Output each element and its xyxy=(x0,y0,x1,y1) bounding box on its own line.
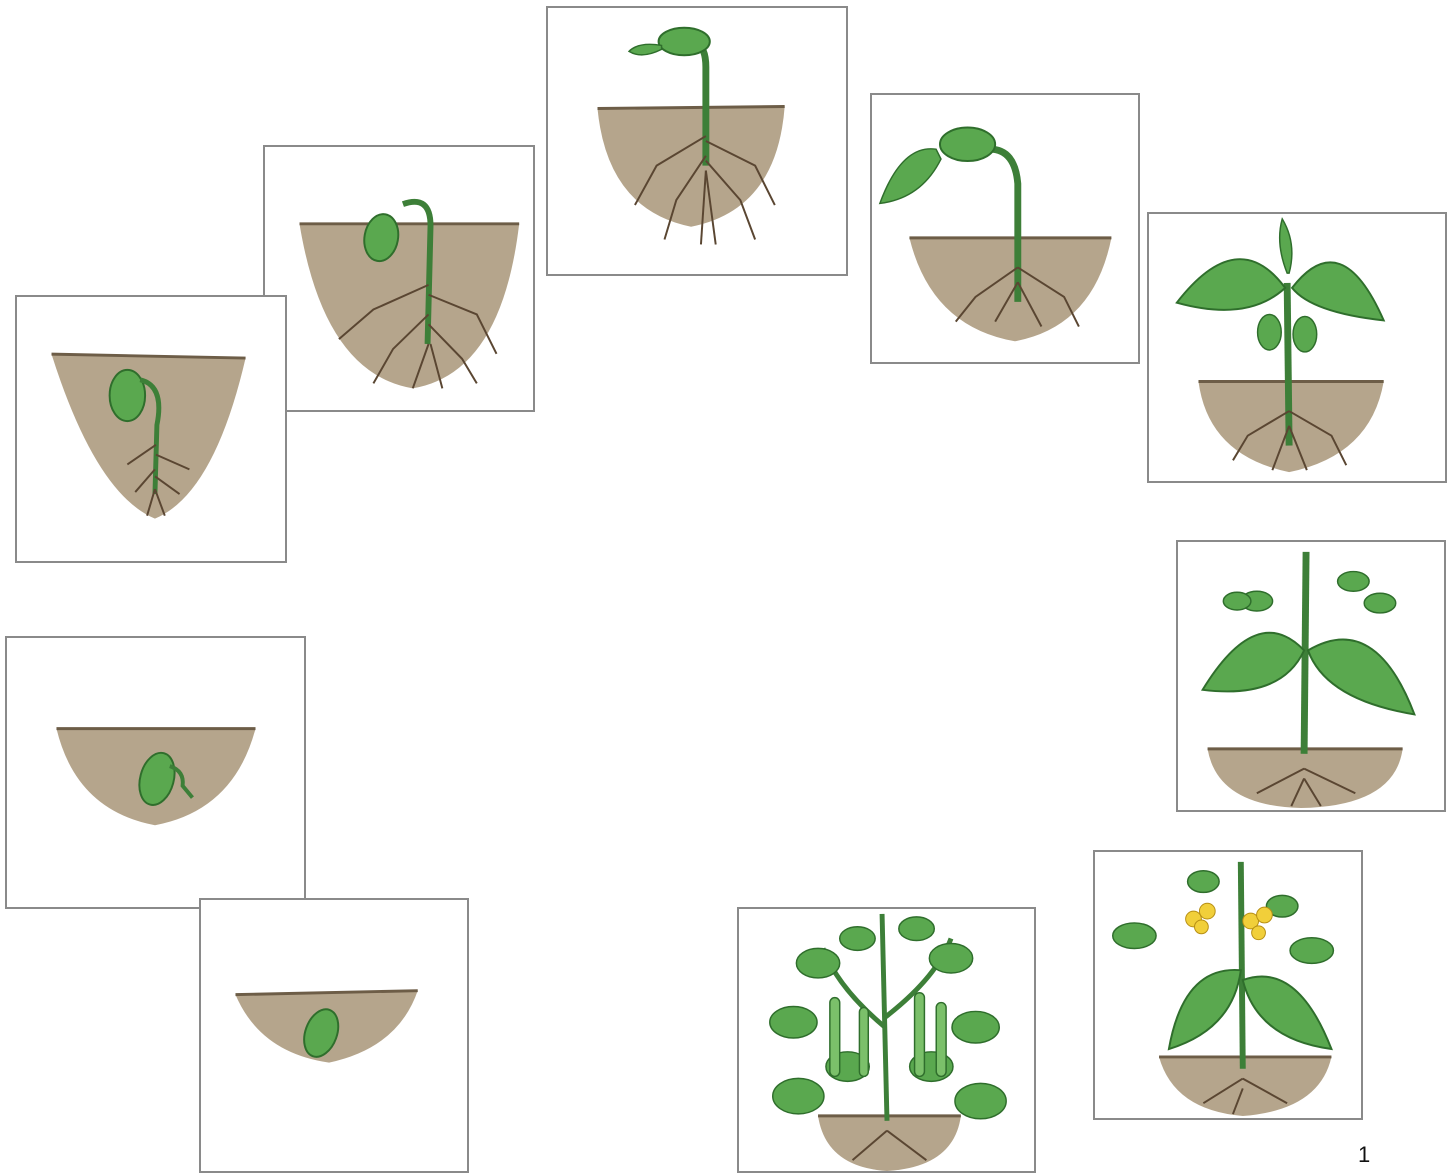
stem xyxy=(1287,283,1289,446)
germinating-seed-card xyxy=(5,636,306,909)
sprout-illustration xyxy=(548,8,846,274)
cotyledon xyxy=(940,128,995,161)
bean-seed xyxy=(110,370,145,421)
bean-pod-plant-illustration xyxy=(739,909,1034,1171)
left-leaf xyxy=(1169,970,1241,1049)
seed-card xyxy=(199,898,469,1173)
root-growth-card xyxy=(15,295,287,563)
young-plant-card xyxy=(1147,212,1447,483)
root-growth-illustration xyxy=(17,297,285,561)
flowers xyxy=(1186,903,1273,939)
small-leaf xyxy=(1364,593,1396,613)
leaf xyxy=(1188,871,1220,893)
cotyledon-left xyxy=(1258,314,1282,349)
larger-plant-card xyxy=(1176,540,1446,812)
emerging-hook-card xyxy=(263,145,535,412)
first-leaves-card xyxy=(870,93,1140,364)
left-leaf xyxy=(1177,259,1285,310)
germinating-seed-illustration xyxy=(7,638,304,907)
soil-surface xyxy=(597,107,784,109)
emerging-hook-illustration xyxy=(265,147,533,410)
page-number: 1 xyxy=(1358,1142,1370,1168)
young-leaf xyxy=(629,44,662,55)
soil xyxy=(818,1116,961,1171)
right-leaf xyxy=(1308,640,1414,715)
stem xyxy=(1241,862,1243,1069)
sprout-card xyxy=(546,6,848,276)
young-plant-illustration xyxy=(1149,214,1445,481)
right-leaf xyxy=(1292,262,1384,320)
soil xyxy=(909,238,1111,341)
seed-illustration xyxy=(201,900,467,1171)
bean-pod-plant-card xyxy=(737,907,1036,1173)
leaf xyxy=(1290,938,1333,964)
flowering-plant-card xyxy=(1093,850,1363,1120)
first-leaves-illustration xyxy=(872,95,1138,362)
soil xyxy=(300,224,520,388)
cotyledon-right xyxy=(1293,316,1317,351)
small-leaf xyxy=(1338,572,1370,592)
small-leaf xyxy=(1223,592,1251,610)
leaf xyxy=(1113,923,1156,949)
left-leaf xyxy=(1203,633,1304,692)
bud xyxy=(1280,219,1292,273)
stem xyxy=(1304,552,1306,754)
soil xyxy=(52,354,246,519)
cotyledon xyxy=(659,28,710,56)
flowering-plant-illustration xyxy=(1095,852,1361,1118)
leaf xyxy=(880,149,941,204)
larger-plant-illustration xyxy=(1178,542,1444,810)
right-leaf xyxy=(1243,976,1332,1049)
